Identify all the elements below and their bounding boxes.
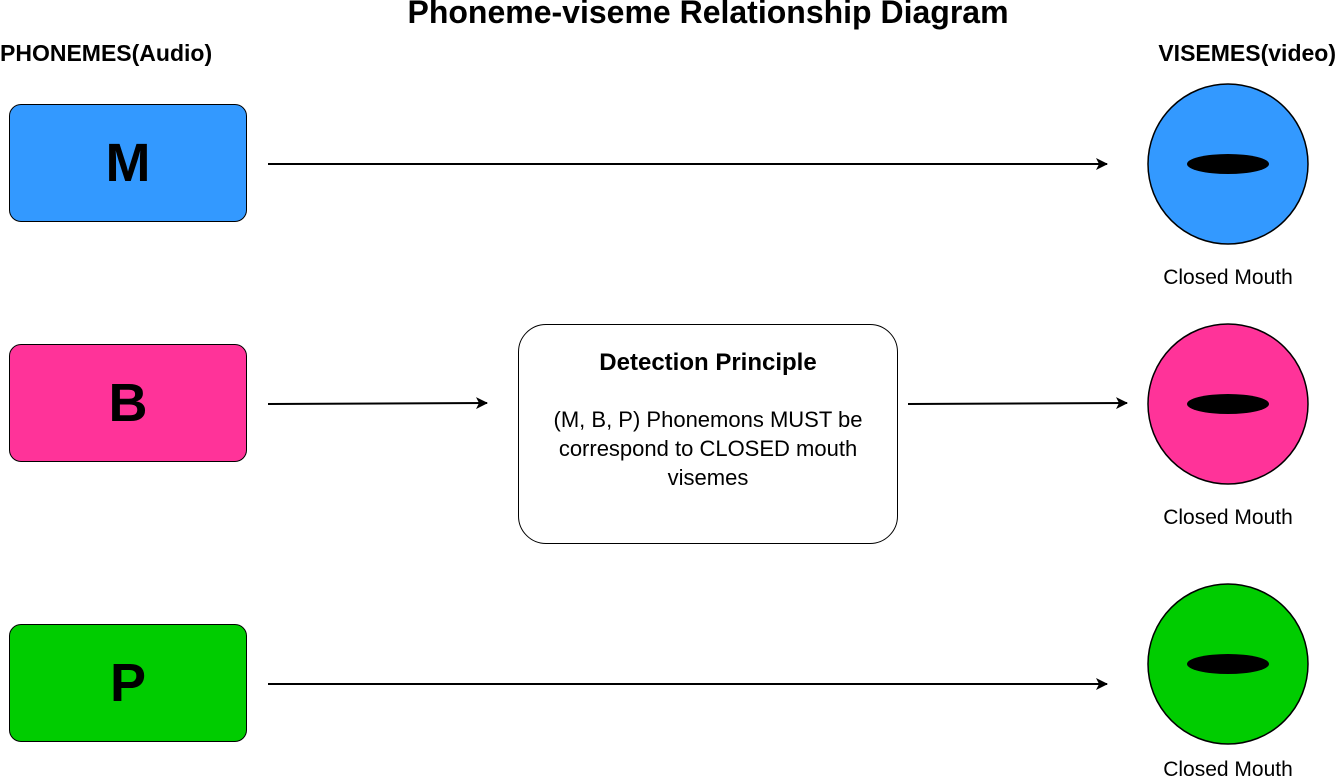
- diagram-title: Phoneme-viseme Relationship Diagram: [407, 0, 1009, 30]
- viseme-label-b: Closed Mouth: [1163, 506, 1293, 529]
- phoneme-box-p: P: [9, 624, 247, 742]
- viseme-label-m: Closed Mouth: [1163, 266, 1293, 289]
- detection-principle-box: Detection Principle (M, B, P) Phonemons …: [518, 324, 898, 544]
- principle-title: Detection Principle: [599, 349, 817, 376]
- phoneme-label: P: [109, 653, 147, 713]
- principle-text: (M, B, P) Phonemons MUST be correspond t…: [553, 407, 863, 490]
- closed-mouth-shape: [1187, 394, 1269, 414]
- viseme-p: [1147, 583, 1309, 745]
- phoneme-box-m: M: [9, 104, 247, 222]
- closed-mouth-shape: [1187, 154, 1269, 174]
- closed-mouth-shape: [1187, 654, 1269, 674]
- phoneme-label: B: [108, 373, 148, 433]
- phonemes-column-header: PHONEMES(Audio): [0, 40, 213, 66]
- arrow-principle-to-viseme: [907, 397, 1128, 410]
- phoneme-label: M: [105, 133, 151, 193]
- arrow-b-to-principle: [267, 397, 488, 410]
- visemes-column-header: VISEMES(video): [1158, 40, 1336, 66]
- viseme-m: [1147, 83, 1309, 245]
- viseme-b: [1147, 323, 1309, 485]
- viseme-label-p: Closed Mouth: [1163, 758, 1293, 781]
- phoneme-box-b: B: [9, 344, 247, 462]
